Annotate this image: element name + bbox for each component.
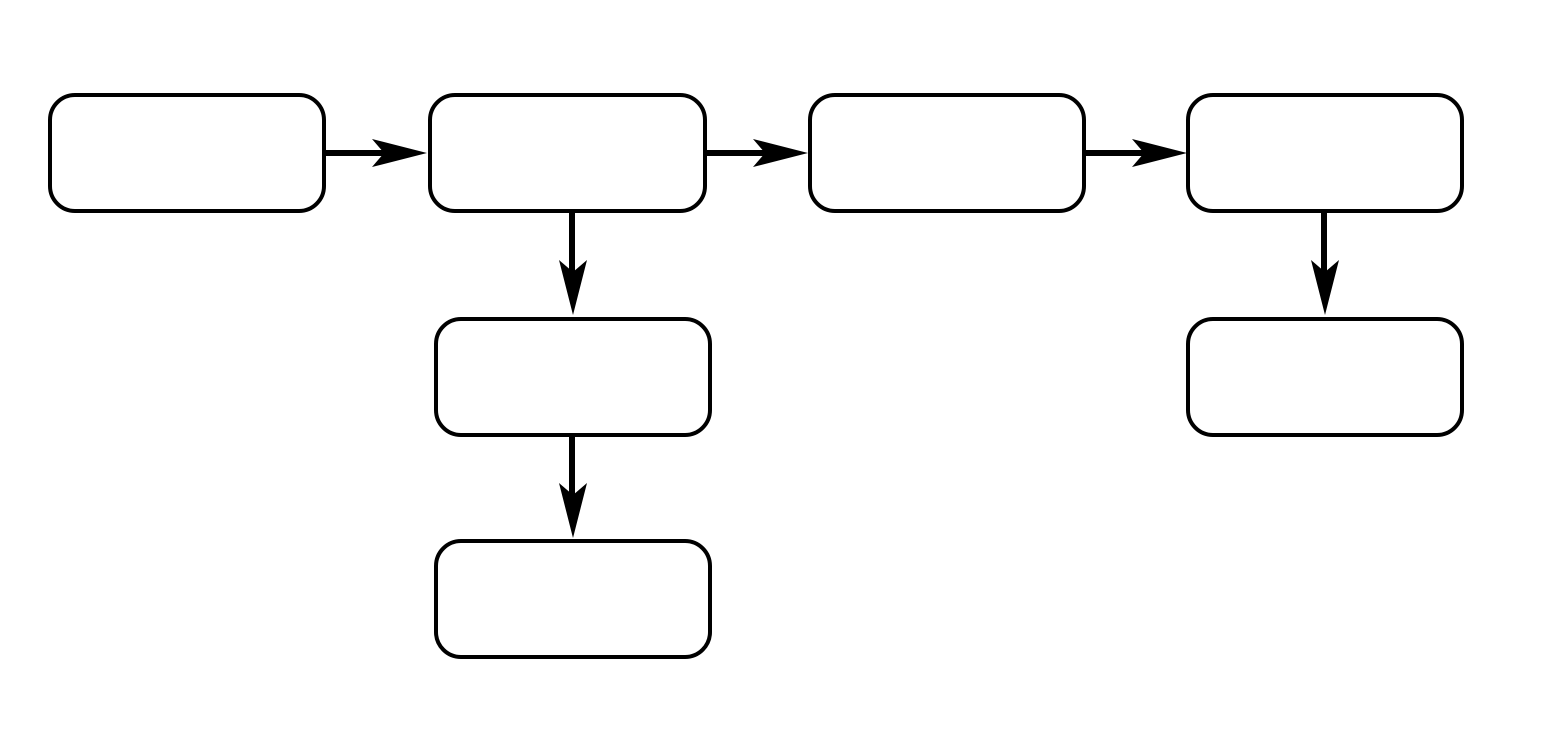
flow-node-1 bbox=[48, 93, 326, 213]
edge-n2-n5 bbox=[559, 212, 587, 315]
edge-n3-n4 bbox=[1085, 139, 1187, 167]
edge-n4-n7 bbox=[1311, 212, 1339, 315]
flow-node-2 bbox=[428, 93, 707, 213]
edge-n2-n3 bbox=[705, 139, 808, 167]
flow-node-4 bbox=[1186, 93, 1464, 213]
flow-node-6 bbox=[434, 539, 712, 659]
flow-node-7 bbox=[1186, 317, 1464, 437]
flow-node-3 bbox=[808, 93, 1086, 213]
edge-n1-n2 bbox=[324, 139, 427, 167]
flow-node-5 bbox=[434, 317, 712, 437]
edge-n5-n6 bbox=[559, 436, 587, 538]
